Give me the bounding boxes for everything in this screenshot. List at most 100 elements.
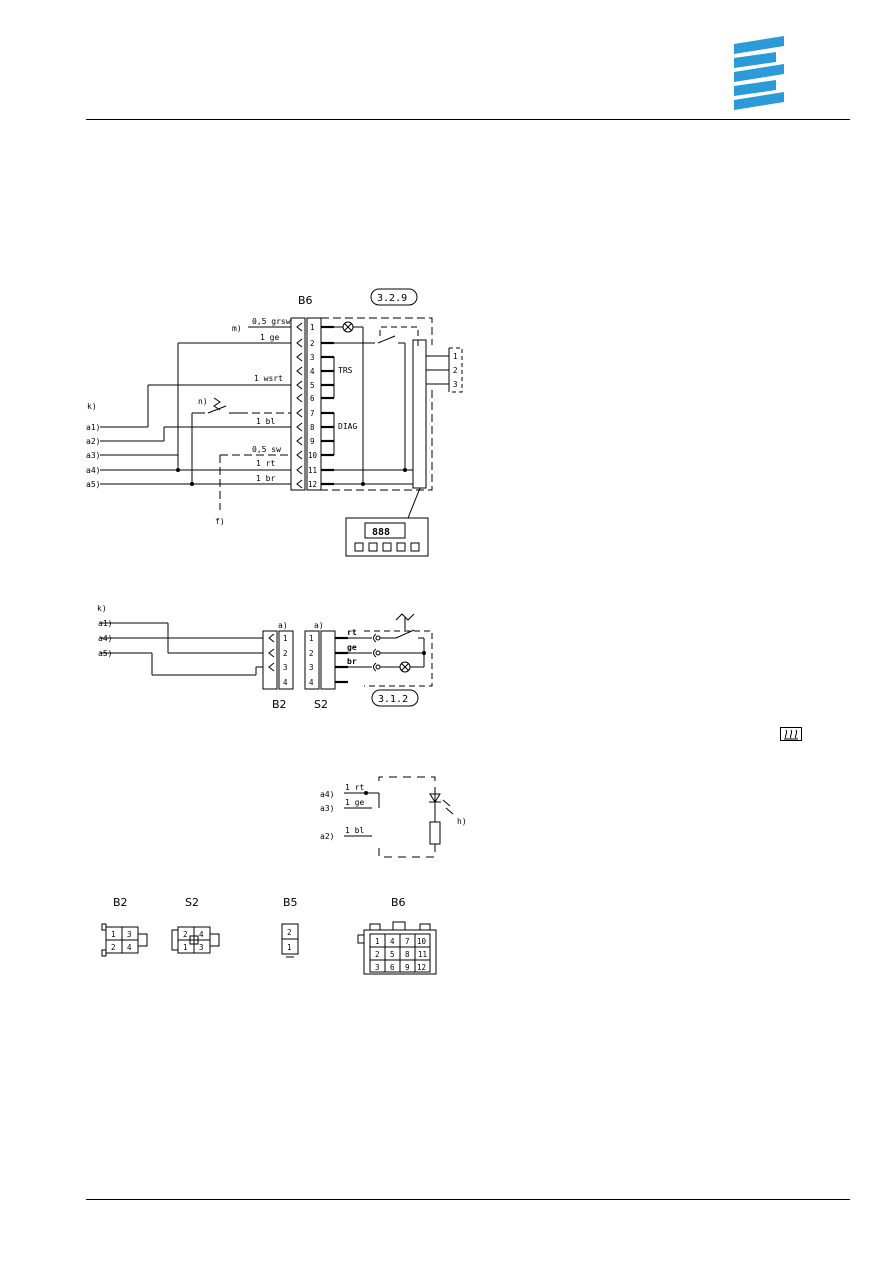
b2-pin: 2 [283, 649, 288, 658]
wire-sw-label: 0,5 sw [252, 445, 281, 454]
b6-pin: 3 [310, 353, 315, 362]
b2-label: B2 [272, 698, 287, 711]
b2-pin: 3 [127, 930, 132, 939]
a4-label: a4) [98, 634, 112, 643]
b6-pin: 9 [405, 963, 410, 972]
wire-bl-label: 1 bl [345, 826, 364, 835]
side-pin: 3 [453, 380, 458, 389]
b5-pin: 2 [287, 928, 292, 937]
b2-pin: 4 [127, 943, 132, 952]
a-top-s2-label: a) [314, 621, 324, 630]
b6-pin: 8 [310, 423, 315, 432]
b6-pin: 9 [310, 437, 315, 446]
k-label: k) [87, 402, 97, 411]
trs-label: TRS [338, 366, 353, 375]
b6-pin: 10 [308, 451, 318, 460]
conn-b2-title: B2 [113, 896, 128, 909]
b6-pin: 8 [405, 950, 410, 959]
b6-pin: 10 [417, 937, 427, 946]
b6-pin: 2 [375, 950, 380, 959]
b6-pin: 2 [310, 339, 315, 348]
b6-pin: 4 [390, 937, 395, 946]
wire-wsrt-label: 1 wsrt [254, 374, 283, 383]
wire-rt-label: 1 rt [256, 459, 275, 468]
switch-n-label: n) [198, 397, 208, 406]
b6-pin: 3 [375, 963, 380, 972]
ref-312-label: 3.1.2 [378, 694, 408, 705]
k-label: k) [97, 604, 107, 613]
s2-pin: 1 [183, 943, 188, 952]
b2-pin: 3 [283, 663, 288, 672]
s2-pin: 2 [309, 649, 314, 658]
b6-pin: 1 [310, 323, 315, 332]
a4-label: a4) [86, 466, 100, 475]
a5-label: a5) [86, 480, 100, 489]
wire-m-label: m) [232, 324, 242, 333]
eberspaecher-logo-icon [734, 36, 784, 110]
wire-br-label: 1 br [256, 474, 275, 483]
a1-label: a1) [86, 423, 100, 432]
heat-symbol-icon [780, 727, 802, 741]
b6-pin: 5 [310, 381, 315, 390]
conn-b5-title: B5 [283, 896, 298, 909]
wire-br-label: br [347, 657, 357, 666]
wire-bl-label: 1 bl [256, 417, 275, 426]
s2-pin: 3 [309, 663, 314, 672]
b6-pin: 6 [390, 963, 395, 972]
wire-ge-label: 1 ge [345, 798, 364, 807]
s2-pin: 3 [199, 943, 204, 952]
a-top-b2-label: a) [278, 621, 288, 630]
side-pin: 1 [453, 352, 458, 361]
f-label: f) [215, 517, 225, 526]
b6-pin: 6 [310, 394, 315, 403]
wire-rt-label: 1 rt [345, 783, 364, 792]
s2-pin: 2 [183, 930, 188, 939]
b6-pin: 12 [308, 480, 317, 489]
b2-pin: 2 [111, 943, 116, 952]
b2-pin: 1 [111, 930, 116, 939]
a4-label: a4) [320, 790, 334, 799]
a2-label: a2) [320, 832, 334, 841]
a2-label: a2) [86, 437, 100, 446]
b2-pin: 1 [283, 634, 288, 643]
conn-b6-title: B6 [391, 896, 406, 909]
a3-label: a3) [86, 451, 100, 460]
s2-pin: 4 [309, 678, 314, 687]
b6-pin: 5 [390, 950, 395, 959]
s2-pin: 4 [199, 930, 204, 939]
b2-pin: 4 [283, 678, 288, 687]
wire-rt-label: rt [347, 628, 357, 637]
a1-label: a1) [98, 619, 112, 628]
b6-pin: 12 [417, 963, 426, 972]
b5-pin: 1 [287, 943, 292, 952]
b6-pin: 7 [405, 937, 410, 946]
h-label: h) [457, 817, 467, 826]
b6-label: B6 [298, 294, 313, 307]
b6-pin: 11 [308, 466, 317, 475]
b6-pin: 1 [375, 937, 380, 946]
display-readout: 888 [372, 527, 390, 538]
footer-rule [86, 1199, 850, 1200]
side-pin: 2 [453, 366, 458, 375]
a5-label: a5) [98, 649, 112, 658]
b6-pin: 11 [418, 950, 427, 959]
conn-s2-title: S2 [185, 896, 199, 909]
wire-ge-label: 1 ge [260, 333, 279, 342]
b6-pin-numbers: 1 2 3 4 5 6 7 8 9 10 11 12 [308, 323, 318, 489]
wire-ge-label: ge [347, 643, 357, 652]
b6-pin: 4 [310, 367, 315, 376]
header-rule [86, 119, 850, 120]
b6-pin: 7 [310, 409, 315, 418]
diag-label: DIAG [338, 422, 357, 431]
wire-grsw-label: 0,5 grsw [252, 317, 291, 326]
a3-label: a3) [320, 804, 334, 813]
